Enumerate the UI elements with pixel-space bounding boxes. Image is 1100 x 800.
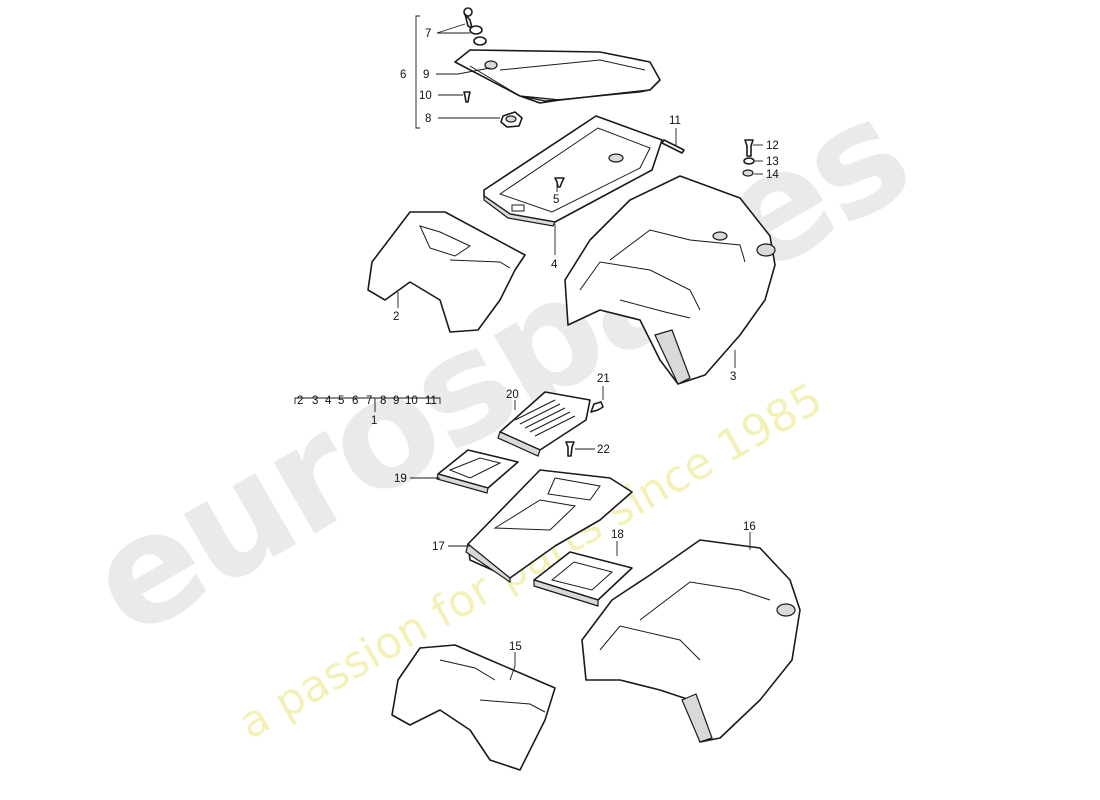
header-11: 11: [425, 395, 437, 407]
part-18-frame: [533, 551, 633, 607]
callout-numbers: 7 6 9 10 8 11 12 13 14 5 4 2 3 2 3 4 5 6…: [297, 28, 779, 653]
part-20-cover: [497, 391, 591, 457]
lid-assembly: [415, 7, 661, 129]
callout-4: 4: [551, 259, 558, 271]
callout-2: 2: [393, 311, 399, 323]
header-6: 6: [352, 395, 358, 407]
leader-lines: [294, 23, 763, 681]
header-2: 2: [297, 395, 303, 407]
part-2-trim: [367, 211, 526, 333]
part-17-panel: [465, 469, 633, 584]
watermark: eurospares a passion for parts since 198…: [61, 66, 935, 749]
part-7-screws: [463, 7, 498, 70]
callout-21: 21: [597, 373, 610, 385]
part-8-lock: [500, 111, 523, 128]
part-15-trim: [391, 644, 556, 771]
header-4: 4: [325, 395, 332, 407]
callout-7: 7: [425, 28, 431, 40]
callout-20: 20: [506, 389, 519, 401]
header-10: 10: [405, 395, 418, 407]
callout-3: 3: [730, 371, 736, 383]
part-22-screw: [565, 441, 575, 457]
callout-12: 12: [766, 140, 779, 152]
callout-1: 1: [371, 415, 377, 427]
callout-5: 5: [553, 194, 559, 206]
part-10-screw: [463, 91, 471, 103]
part-21-screw: [590, 401, 604, 413]
parts-12-14-fasteners: [742, 139, 755, 177]
callout-11: 11: [669, 115, 681, 127]
callout-9: 9: [423, 69, 429, 81]
callout-18: 18: [611, 529, 624, 541]
callout-14: 14: [766, 169, 779, 181]
callout-6: 6: [400, 69, 406, 81]
header-9: 9: [393, 395, 399, 407]
part-16-console: [581, 539, 801, 743]
callout-8: 8: [425, 113, 431, 125]
callout-19: 19: [394, 473, 407, 485]
callout-10: 10: [419, 90, 432, 102]
header-7: 7: [366, 395, 372, 407]
part-3-console: [564, 175, 776, 385]
callout-17: 17: [432, 541, 445, 553]
part-4-tray: [483, 115, 663, 227]
header-8: 8: [380, 395, 386, 407]
callout-13: 13: [766, 156, 779, 168]
header-3: 3: [312, 395, 318, 407]
callout-22: 22: [597, 444, 610, 456]
callout-16: 16: [743, 521, 756, 533]
part-19-grille: [436, 449, 519, 494]
part-5-screw: [554, 177, 565, 188]
part-9-lid: [454, 49, 661, 104]
callout-15: 15: [509, 641, 522, 653]
part-11-pin: [661, 139, 685, 154]
header-5: 5: [338, 395, 344, 407]
group-header: 2 3 4 5 6 7 8 9 10 11: [297, 395, 437, 407]
